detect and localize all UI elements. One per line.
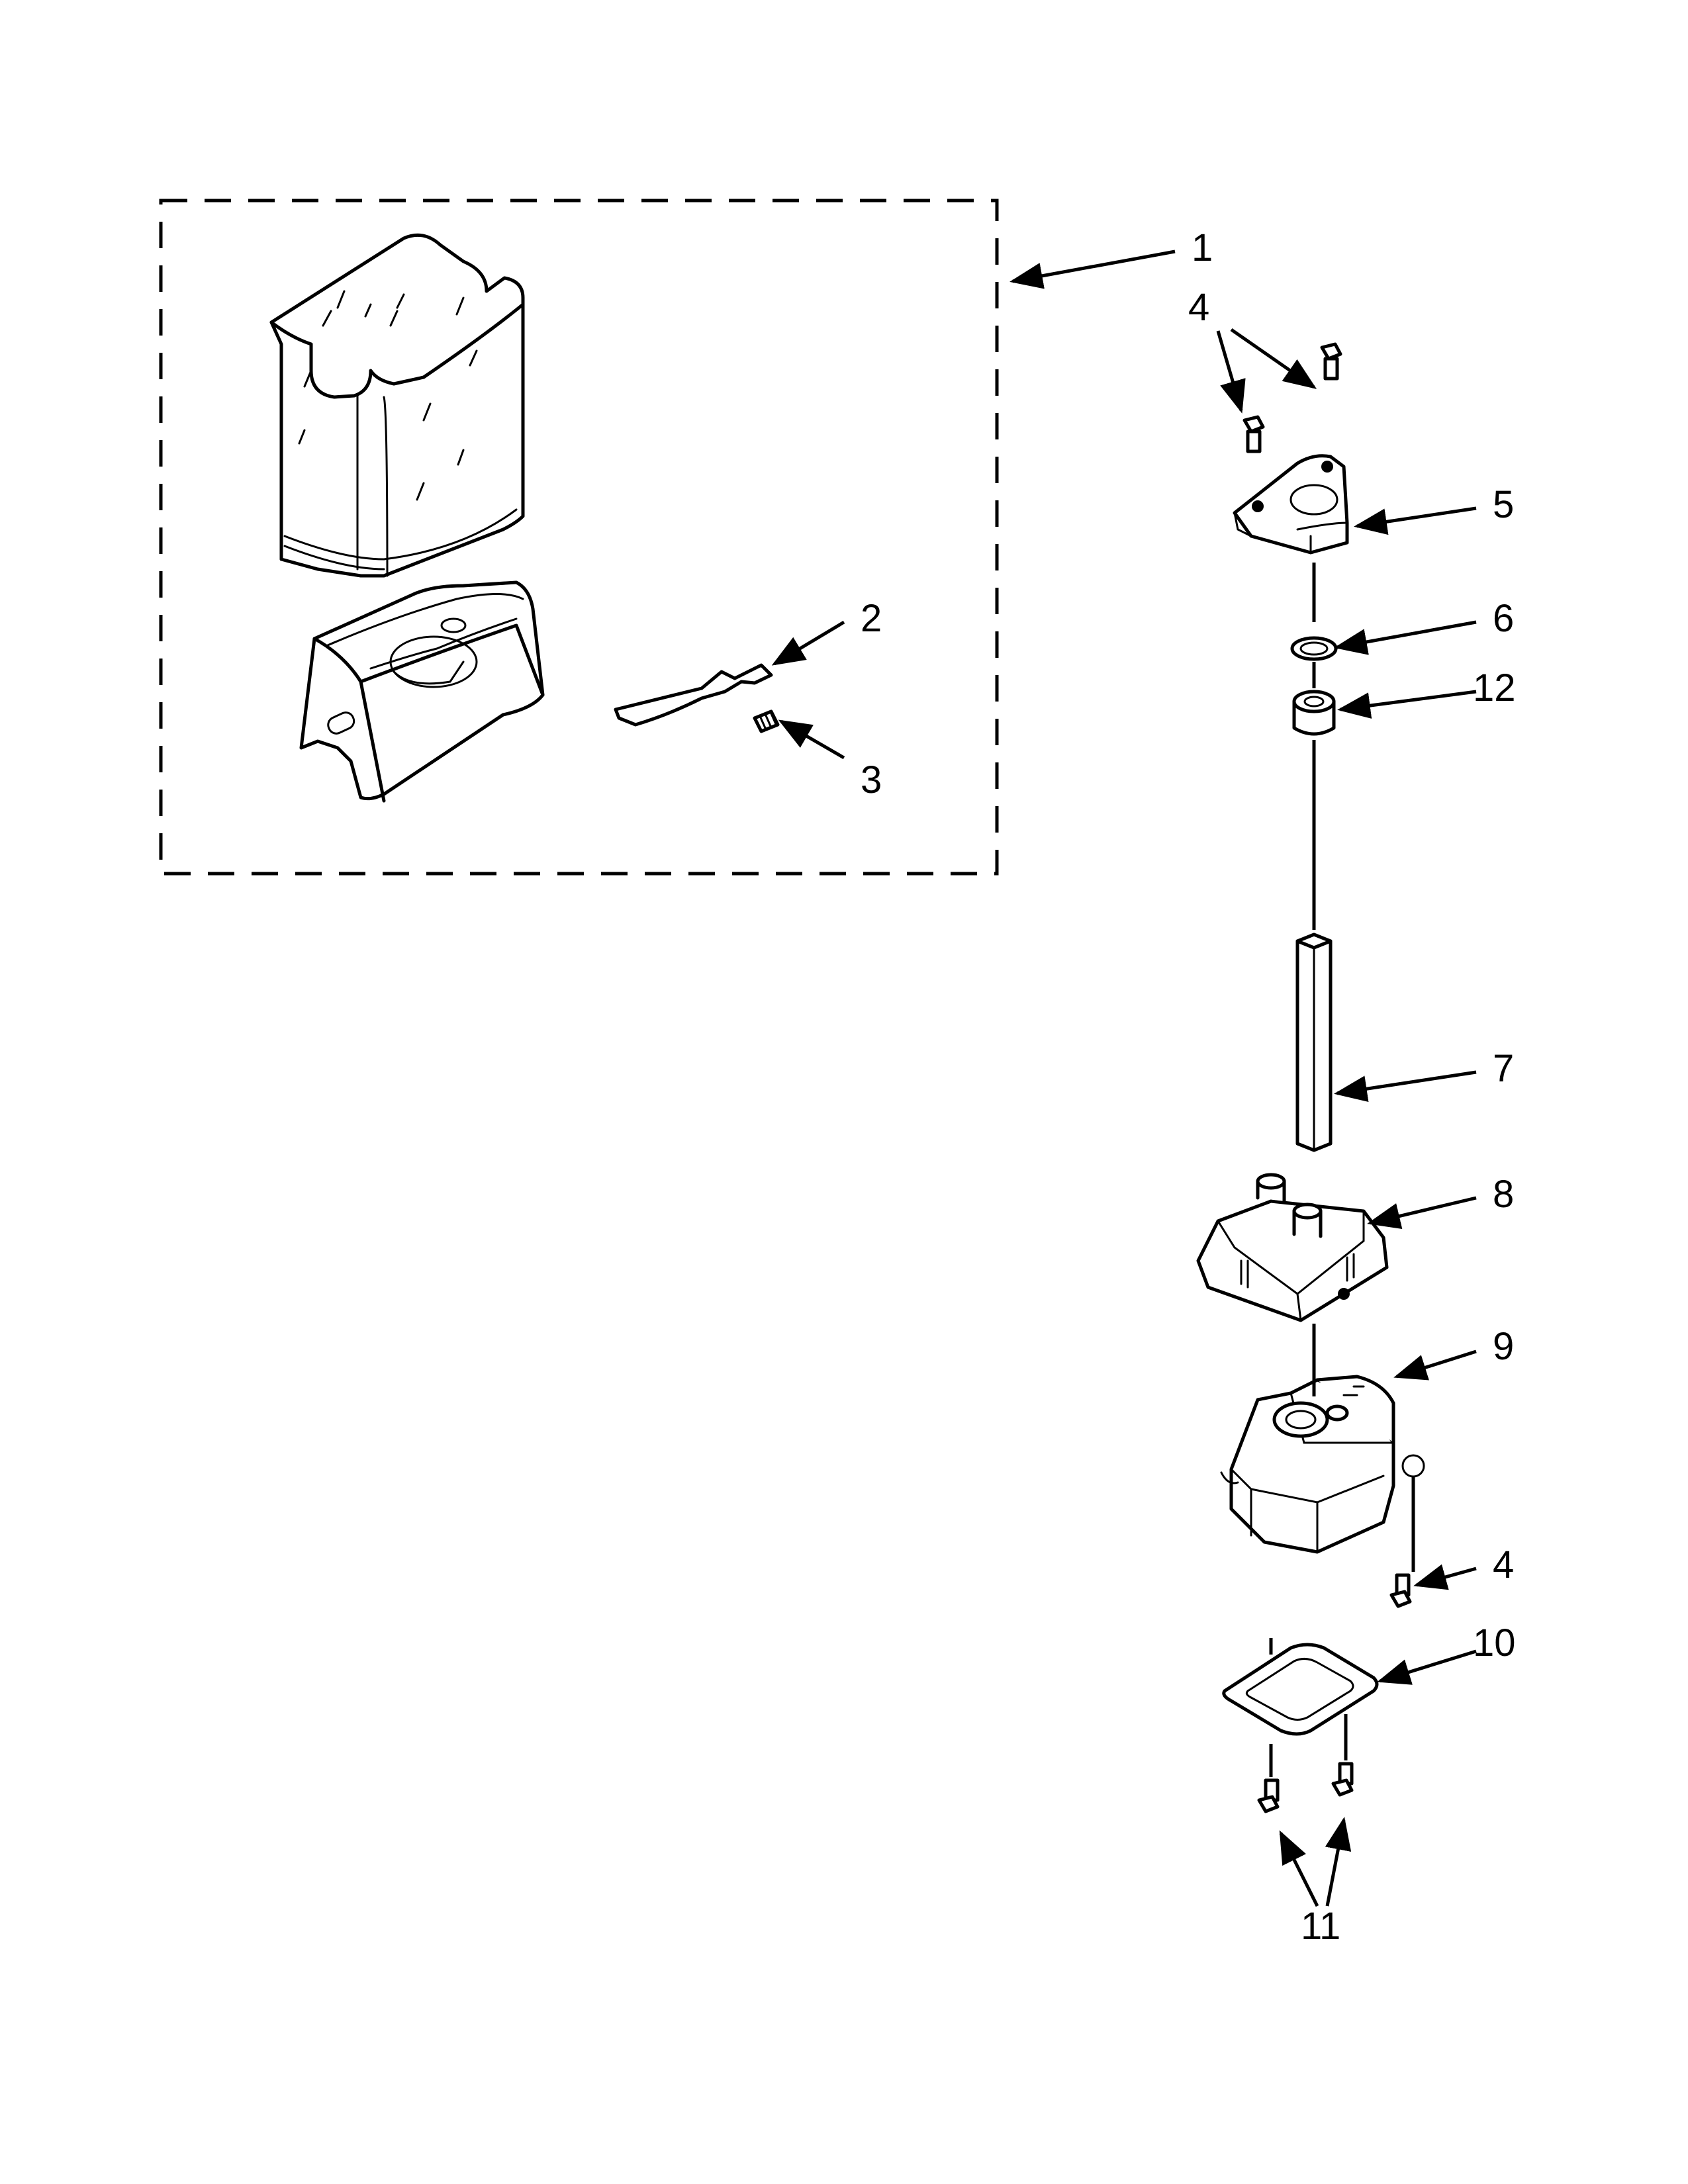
- ice-bucket-part: [269, 233, 525, 578]
- callout-12: 12: [1473, 666, 1516, 709]
- callout-1: 1: [1192, 226, 1213, 269]
- callout-4-bottom: 4: [1493, 1543, 1514, 1586]
- mounting-plate-part: [1233, 454, 1349, 555]
- callout-5: 5: [1493, 483, 1514, 526]
- callout-7: 7: [1493, 1047, 1514, 1090]
- auger-housing-part: [299, 580, 545, 803]
- callout-2: 2: [861, 597, 882, 640]
- callout-labels: 1 2 3 4 5 6 12 7 8 9 4 10 11: [861, 226, 1516, 1948]
- screw-part-bottom-left: [1257, 1778, 1280, 1813]
- callout-4-top: 4: [1188, 286, 1209, 329]
- callout-10: 10: [1473, 1621, 1516, 1664]
- kit-boundary: [159, 199, 999, 876]
- motor-cover-part: [1196, 1173, 1389, 1322]
- callout-3: 3: [861, 758, 882, 801]
- callout-9: 9: [1493, 1325, 1514, 1368]
- spring-part: [753, 709, 780, 733]
- washer-part: [1290, 636, 1338, 661]
- assembly-axis: [1269, 563, 1415, 1777]
- callout-8: 8: [1493, 1173, 1514, 1216]
- motor-part: [1220, 1375, 1425, 1554]
- bushing-part: [1292, 690, 1336, 736]
- callout-11: 11: [1301, 1905, 1340, 1948]
- screw-part-left: [1243, 415, 1265, 453]
- bracket-part: [614, 663, 773, 727]
- shaft-part: [1295, 933, 1333, 1152]
- screw-part-bottom-right: [1331, 1762, 1354, 1797]
- callout-6: 6: [1493, 597, 1514, 640]
- gasket-part: [1222, 1643, 1379, 1736]
- screw-part-bottom: [1389, 1573, 1412, 1608]
- leader-arrows: [771, 250, 1477, 1907]
- screw-part-right: [1320, 342, 1342, 381]
